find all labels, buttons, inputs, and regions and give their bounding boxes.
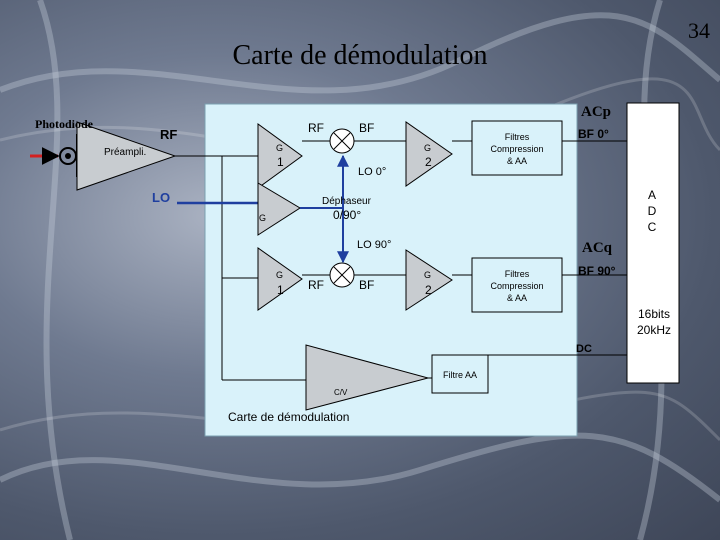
bits-label: 16bits 20kHz — [636, 307, 671, 337]
mixer-bottom — [329, 262, 355, 288]
lo-0-label: LO 0° — [358, 166, 387, 178]
filter-bottom-box — [471, 257, 563, 313]
amp-g2-bottom — [405, 249, 453, 311]
rf-bottom-label: RF — [308, 278, 324, 292]
filter-bottom-label: Filtres Compression & AA — [490, 269, 544, 303]
adc-label: A D C — [647, 188, 657, 234]
bf-bottom-label: BF — [359, 278, 375, 292]
mixer-top — [329, 128, 355, 154]
bf-90-label: BF 90° — [578, 264, 616, 278]
board-caption: Carte de démodulation — [228, 410, 350, 424]
filtre-aa-label: Filtre AA — [442, 370, 477, 380]
bf-0-label: BF 0° — [578, 127, 609, 141]
slide-number: 34 — [688, 18, 710, 43]
amp-g1-top — [257, 123, 303, 189]
cv-triangle — [305, 344, 430, 411]
preamp-triangle — [76, 121, 177, 191]
amp-g2-bottom-g: G — [424, 270, 432, 280]
rf-top-label: RF — [308, 121, 324, 135]
dc-label: DC — [576, 343, 592, 355]
amp-g2-top — [405, 121, 453, 187]
filter-top-label: Filtres Compression & AA — [490, 132, 544, 166]
photodiode-label: Photodiode — [35, 117, 94, 131]
dephaseur-value: 0/90° — [333, 208, 362, 222]
lo-90-label: LO 90° — [357, 239, 392, 251]
filtre-aa-box — [431, 354, 489, 394]
amp-g1-bottom-n: 1 — [277, 283, 284, 297]
lo-amp-triangle — [257, 182, 301, 236]
acq-label: ACq — [582, 240, 613, 256]
bf-top-label: BF — [359, 121, 375, 135]
cv-label: C/V — [334, 388, 348, 397]
amp-g1-bottom-g: G — [276, 270, 284, 280]
amp-g2-bottom-n: 2 — [425, 283, 432, 297]
amp-g1-top-g: G — [276, 143, 284, 153]
amp-g2-top-n: 2 — [425, 155, 432, 169]
acp-label: ACp — [581, 104, 612, 120]
preampli-label: Préampli. — [104, 147, 147, 158]
dephaseur-label: Déphaseur — [322, 196, 371, 207]
slide-title: Carte de démodulation — [232, 40, 488, 71]
filter-top-box — [471, 120, 563, 176]
adc-block — [626, 102, 680, 384]
amp-g1-bottom — [257, 247, 303, 311]
rf-input-label: RF — [160, 127, 178, 142]
amp-g2-top-g: G — [424, 143, 432, 153]
amp-g1-top-n: 1 — [277, 155, 284, 169]
photodiode-icon — [59, 134, 78, 177]
lo-amp-g: G — [259, 213, 267, 223]
lo-input-label: LO — [152, 190, 171, 205]
